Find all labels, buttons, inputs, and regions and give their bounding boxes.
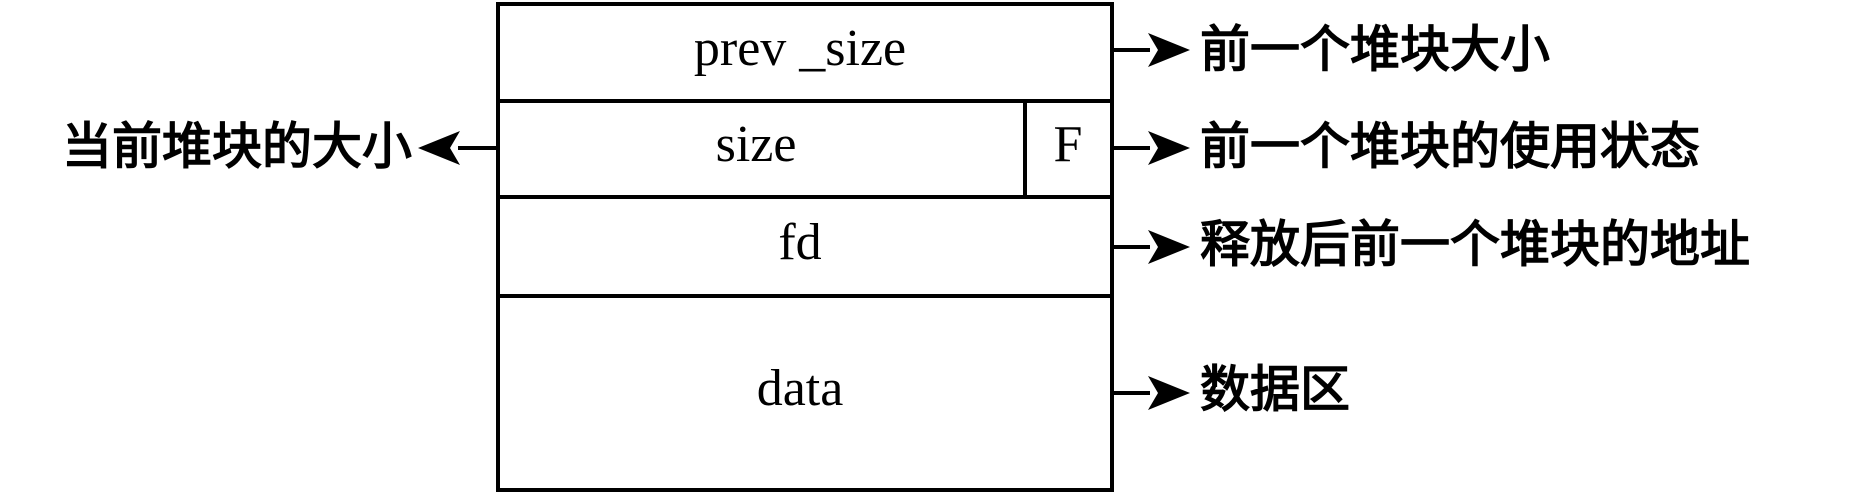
label-left-size: 当前堆块的大小 [62, 118, 412, 176]
label-flag: 前一个堆块的使用状态 [1200, 118, 1700, 176]
field-size: size [716, 116, 797, 173]
field-flag: F [1054, 116, 1083, 173]
label-prev-size: 前一个堆块大小 [1200, 21, 1550, 79]
field-data: data [757, 360, 844, 417]
field-fd: fd [778, 214, 821, 271]
label-data: 数据区 [1200, 361, 1350, 419]
arrow-fd [1112, 230, 1190, 264]
arrow-prev-size [1112, 33, 1190, 67]
label-fd: 释放后前一个堆块的地址 [1200, 216, 1750, 274]
arrow-data [1112, 376, 1190, 410]
field-prev-size: prev _size [694, 20, 906, 77]
arrow-left-size [418, 131, 498, 165]
arrow-flag [1112, 131, 1190, 165]
